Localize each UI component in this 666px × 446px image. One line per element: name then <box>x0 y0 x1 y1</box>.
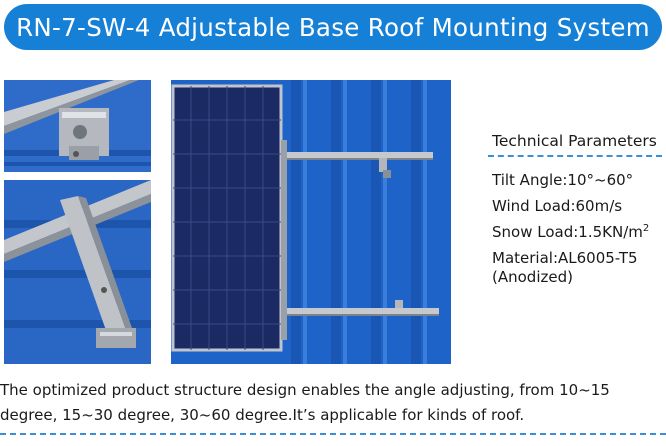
snow-load-spec: Snow Load:1.5KN/m2 <box>492 223 649 241</box>
description-line-1: The optimized product structure design e… <box>0 381 610 399</box>
snow-load-exponent: 2 <box>642 223 650 234</box>
panel-roof-photo <box>171 80 474 364</box>
description-line-2: degree, 15~30 degree, 30~60 degree.It’s … <box>0 406 525 424</box>
description: The optimized product structure design e… <box>0 378 666 428</box>
specs-heading: Technical Parameters <box>492 132 657 150</box>
bottom-divider <box>0 433 666 435</box>
wind-load-spec: Wind Load:60m/s <box>492 197 623 215</box>
material-finish: (Anodized) <box>492 268 573 286</box>
material-spec: Material:AL6005-T5 <box>492 249 638 267</box>
page-title: RN-7-SW-4 Adjustable Base Roof Mounting … <box>16 12 650 42</box>
adjustable-leg-photo <box>4 180 151 364</box>
snow-load-value: Snow Load:1.5KN/m <box>492 223 643 241</box>
title-banner: RN-7-SW-4 Adjustable Base Roof Mounting … <box>4 4 662 50</box>
specs-divider <box>488 155 662 157</box>
tilt-angle-spec: Tilt Angle:10°~60° <box>492 171 634 189</box>
clamp-closeup-photo <box>4 80 151 172</box>
